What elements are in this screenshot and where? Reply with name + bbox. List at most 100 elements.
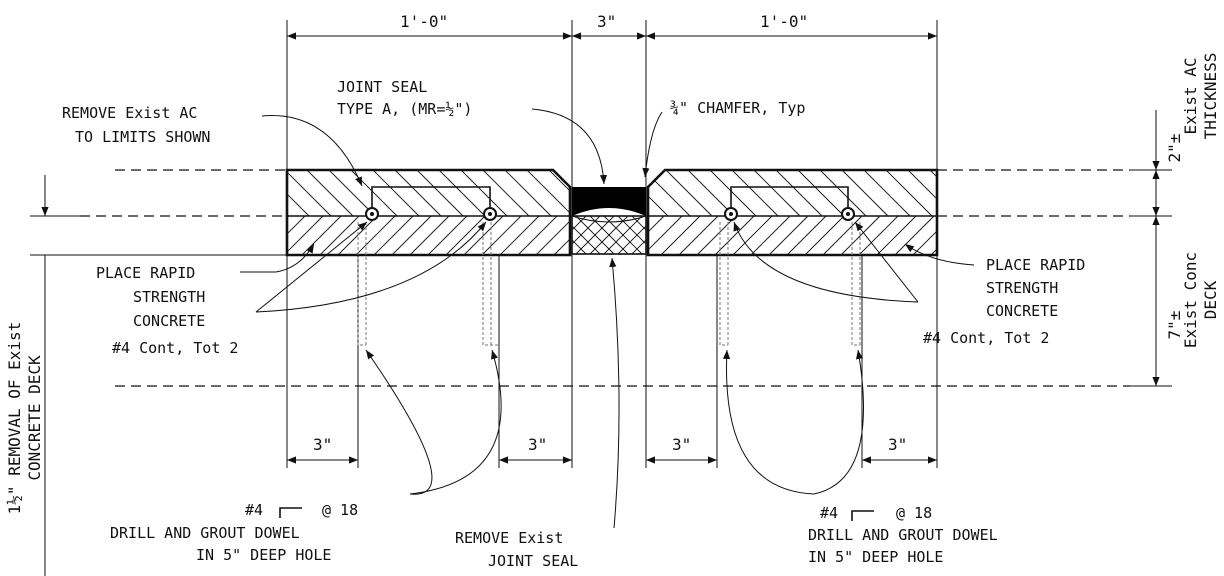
right-slab [646,168,1020,257]
hatch-line [372,170,420,217]
hatch-line [750,215,791,255]
dowel-right-bar: #4 [820,504,838,522]
dowel-right-line3: DRILL AND GROUT DOWEL [808,526,998,544]
hatch-line [912,215,937,255]
dim-bottom-2: 3" [528,435,547,454]
hatch-line [301,215,342,255]
hatch-line [337,215,378,255]
left-vertical-dimension [30,175,287,576]
place-rapid-right-1: PLACE RAPID [986,256,1085,274]
hatch-line [885,170,933,217]
hatch-line [575,216,615,254]
hatch-line [840,215,881,255]
hatch-line [645,216,646,217]
hatch-line [572,225,601,254]
hatch-line [775,170,823,217]
hatch-line [548,170,570,217]
hatch-line [841,170,889,217]
hatch-line [648,170,691,217]
hatch-line [876,215,917,255]
conc-deck-value: 7"± [1165,311,1184,340]
place-rapid-left-1: PLACE RAPID [96,264,195,282]
hatch-line [974,170,1020,216]
joint-seal-label-2: TYPE A, (MR=½") [337,100,472,118]
dim-top-mid: 3" [597,12,616,31]
hatch-line [572,253,573,254]
joint-seal-label-1: JOINT SEAL [337,78,427,96]
hatch-line [373,215,414,255]
chamfer-label: ¾" CHAMFER, Typ [670,99,805,117]
hatch-line [504,170,552,217]
remove-ac-label-2: TO LIMITS SHOWN [75,128,210,146]
hatch-line [645,253,646,254]
hatch-line [687,170,735,217]
rebar-sections [365,207,855,221]
hatch-line [572,216,573,217]
hatch-line [572,239,587,254]
dim-bottom-4: 3" [888,435,907,454]
hatch-line [709,170,757,217]
hatch-line [648,215,665,255]
hatch-line [306,170,354,217]
remove-seal-2: JOINT SEAL [488,552,578,570]
hatch-line [394,170,442,217]
hatch-line [768,215,809,255]
hatch-line [287,170,288,217]
conc-deck-line1: Exist Conc [1181,252,1200,348]
hatch-line [416,170,464,217]
removal-depth-line1: 1½" REMOVAL OF Exist [5,322,24,515]
hatch-line [631,216,646,231]
hatch-line [967,216,1006,255]
joint-seal [571,187,712,255]
hatch-line [409,215,450,255]
hatch-line [674,216,712,254]
hatch-line [445,215,486,255]
conc-deck-line2: DECK [1201,280,1220,319]
hatch-line [287,215,288,255]
dim-bottom-1: 3" [313,435,332,454]
hatch-line [665,170,713,217]
hatch-line [287,170,332,217]
hatch-line [949,216,988,255]
hatch-line [482,170,530,217]
hatch-line [797,170,845,217]
hatch-line [499,215,540,255]
dowels [357,222,861,346]
ac-thickness-line2: THICKNESS [1201,53,1220,140]
leader-lines [240,108,975,529]
hatch-line [438,170,486,217]
dim-top-left: 1'-0" [400,12,448,31]
dowel-left-hook-symbol [279,507,302,518]
longitudinal-rebar [371,186,849,211]
hatch-line [660,215,701,255]
dowel-left-bar: #4 [245,501,263,519]
hatch-line [696,215,737,255]
hatch-line [526,170,570,217]
left-slab [285,168,572,257]
hatch-line [481,215,522,255]
dowel-left-spacing: @ 18 [322,501,358,519]
dim-bottom-3: 3" [672,435,691,454]
place-rapid-left-3: CONCRETE [133,312,205,330]
place-rapid-right-3: CONCRETE [986,302,1058,320]
dowel-right-spacing: @ 18 [896,504,932,522]
hatch-line [287,215,306,255]
cont-right-label: #4 Cont, Tot 2 [923,329,1049,347]
hatch-line [391,215,432,255]
remove-ac-label-1: REMOVE Exist AC [62,104,197,122]
right-vertical-dimension [1130,110,1172,387]
hatch-line [753,170,801,217]
hatch-line [863,170,911,217]
remove-seal-1: REMOVE Exist [455,529,563,547]
removal-depth-line2: CONCRETE DECK [25,355,44,481]
dowel-left-line3: DRILL AND GROUT DOWEL [110,524,300,542]
hatch-line [819,170,867,217]
hatch-line [631,239,646,254]
dowel-left-line4: IN 5" DEEP HOLE [196,546,331,564]
hatch-line [328,170,376,217]
ac-thickness-line1: Exist AC [1181,57,1200,134]
hatch-line [660,216,698,254]
hatch-line [714,215,755,255]
dowel-right-hook-symbol [851,510,874,521]
